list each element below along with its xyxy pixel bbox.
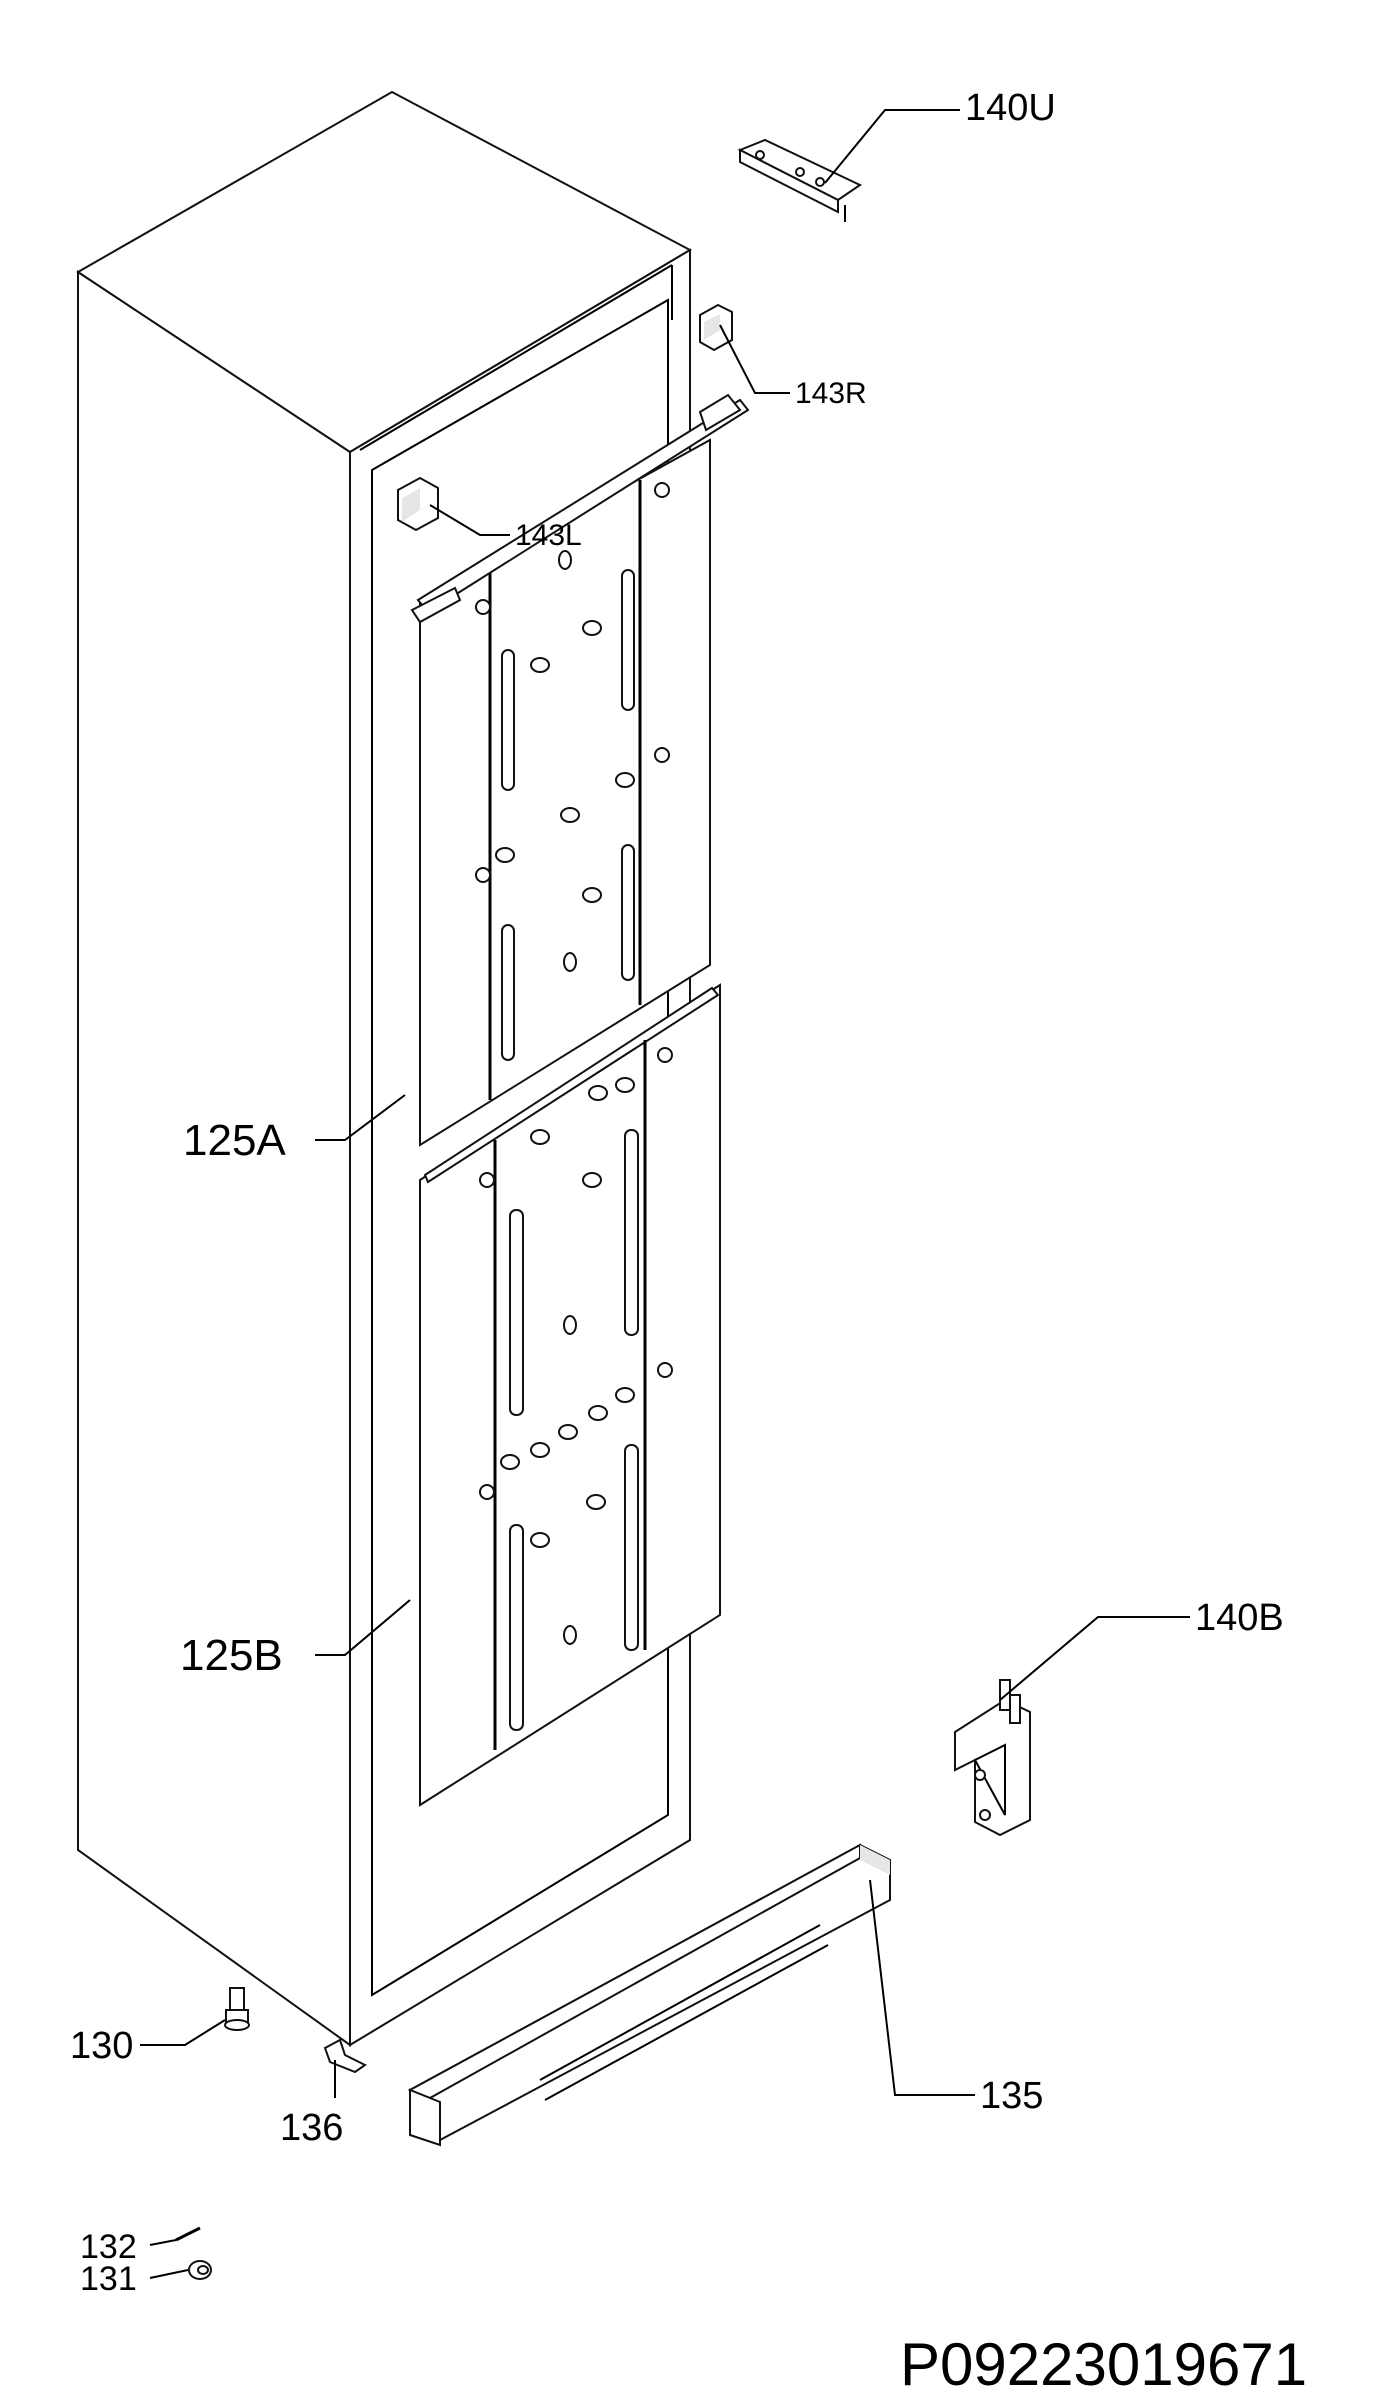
hinge-cover-143R[interactable]: [699, 303, 733, 352]
part-labels: 140U 143R 143L 125A 125B 140B 130 136 13…: [70, 87, 1307, 2398]
door-panel-125B[interactable]: [419, 983, 721, 1807]
adjustable-foot-130[interactable]: [224, 1987, 250, 2031]
label-132: 132: [80, 2228, 137, 2266]
label-135: 135: [980, 2075, 1043, 2117]
label-143L: 143L: [515, 519, 582, 552]
clip-136[interactable]: [323, 2038, 367, 2074]
hinge-cover-143L[interactable]: [397, 476, 439, 532]
drawing-code: P09223019671: [900, 2331, 1307, 2398]
label-136: 136: [280, 2107, 343, 2149]
label-140U: 140U: [965, 87, 1056, 129]
top-hinge-140U[interactable]: [737, 138, 863, 222]
label-140B: 140B: [1195, 1597, 1284, 1639]
label-143R: 143R: [795, 377, 867, 410]
bushing-131[interactable]: [188, 2260, 212, 2280]
label-125B: 125B: [180, 1631, 283, 1680]
door-panel-125A[interactable]: [410, 393, 750, 1147]
bottom-hinge-140B[interactable]: [954, 1679, 1031, 1837]
label-125A: 125A: [183, 1116, 286, 1165]
pin-132[interactable]: [175, 2226, 201, 2242]
kick-plate-135[interactable]: [407, 1843, 891, 2147]
leader-lines: [140, 109, 1190, 2279]
label-131: 131: [80, 2260, 137, 2298]
label-130: 130: [70, 2025, 133, 2067]
